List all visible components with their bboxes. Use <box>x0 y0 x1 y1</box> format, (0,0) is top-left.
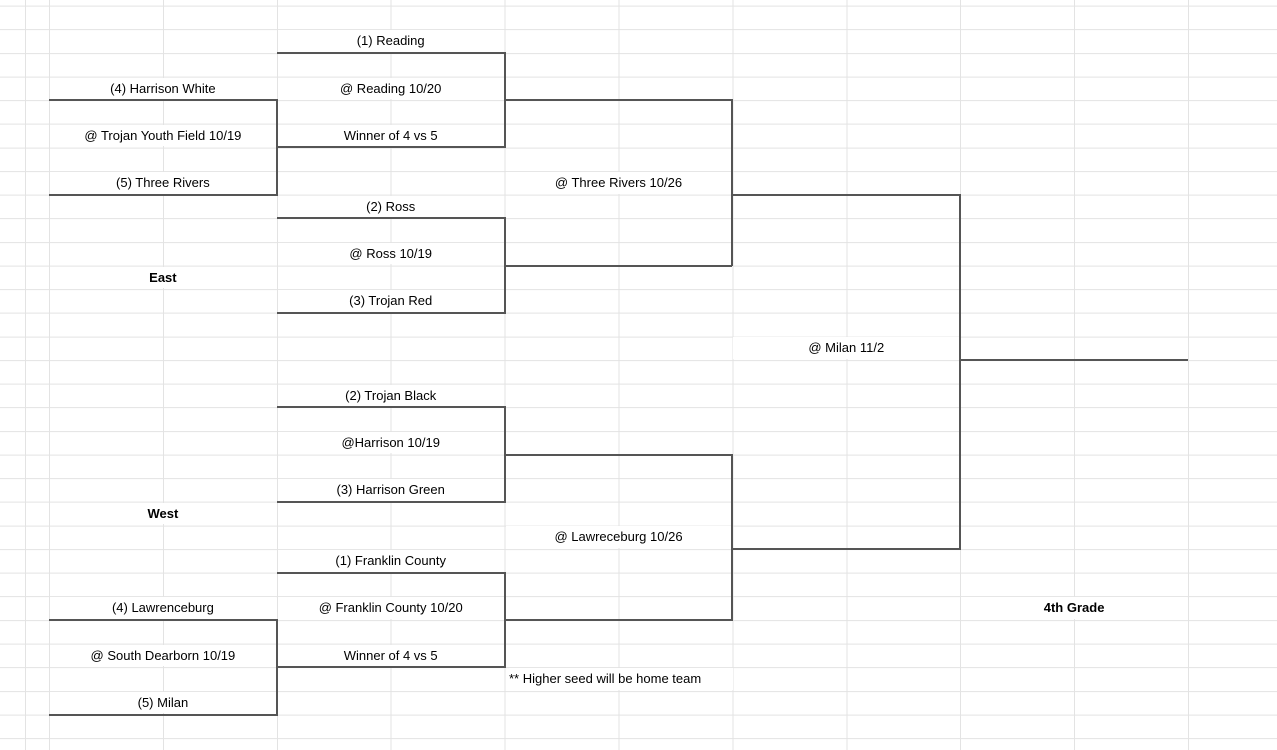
bracket-line-east-seed3-slot <box>276 311 505 314</box>
cell-east-seed5[interactable]: (5) Three Rivers <box>50 172 276 194</box>
cell-footer-note[interactable]: ** Higher seed will be home team <box>509 668 733 690</box>
bracket-line-east-seed4-slot <box>49 99 277 102</box>
bracket-line-east-seed1-slot <box>276 51 505 54</box>
bracket-line-west-winner45-slot <box>276 666 505 669</box>
cell-west-game45-location[interactable]: @ South Dearborn 10/19 <box>50 644 276 667</box>
bracket-line-west-game1-output <box>504 453 733 456</box>
cell-west-game2-location[interactable]: @ Franklin County 10/20 <box>277 597 504 619</box>
cell-west-seed1[interactable]: (1) Franklin County <box>277 550 504 572</box>
cell-west-seed4[interactable]: (4) Lawrenceburg <box>50 597 276 619</box>
bracket-line-west-game1-vert <box>503 406 506 503</box>
cell-grade-label[interactable]: 4th Grade <box>961 597 1187 619</box>
bracket-line-championship <box>960 359 1188 361</box>
bracket-line-west-seed1-slot <box>276 571 505 574</box>
bracket-line-east-seed2-slot <box>276 217 505 220</box>
bracket-line-west-seed4-slot <box>49 619 277 621</box>
bracket-line-west-seed3-slot <box>276 500 505 503</box>
bracket-line-east-semifinal-output <box>732 193 961 196</box>
bracket-line-west-game45-vert <box>275 619 278 716</box>
bracket-line-east-game2-vert <box>503 217 506 314</box>
cell-west-region-label[interactable]: West <box>50 502 276 525</box>
cell-east-region-label[interactable]: East <box>50 266 276 289</box>
cell-east-game2-location[interactable]: @ Ross 10/19 <box>277 242 504 265</box>
bracket-line-east-game2-output <box>504 264 733 267</box>
cell-west-seed5[interactable]: (5) Milan <box>50 691 276 714</box>
cell-east-seed3[interactable]: (3) Trojan Red <box>277 290 504 312</box>
bracket-line-west-semifinal-vert <box>731 453 734 621</box>
bracket-line-east-semifinal-vert <box>731 99 734 267</box>
cell-east-seed2[interactable]: (2) Ross <box>277 195 504 218</box>
cell-east-game45-location[interactable]: @ Trojan Youth Field 10/19 <box>50 124 276 147</box>
cell-east-seed1[interactable]: (1) Reading <box>277 30 504 52</box>
bracket-line-east-seed5-slot <box>49 193 277 196</box>
cell-east-seed4[interactable]: (4) Harrison White <box>50 77 276 100</box>
cell-east-semifinal-location[interactable]: @ Three Rivers 10/26 <box>505 172 732 194</box>
bracket-line-east-game1-output <box>504 99 733 102</box>
bracket-line-west-seed5-slot <box>49 713 277 716</box>
bracket-line-east-winner45-slot <box>276 146 505 149</box>
bracket-line-west-semifinal-output <box>732 548 961 551</box>
bracket-line-east-game1-vert <box>503 51 506 149</box>
bracket-line-final-vert <box>959 193 962 551</box>
bracket-line-west-game2-vert <box>503 571 506 669</box>
bracket-line-east-game45-vert <box>275 99 278 196</box>
bracket-line-west-seed2-slot <box>276 406 505 409</box>
cell-final-location[interactable]: @ Milan 11/2 <box>733 337 960 359</box>
cell-west-seed3[interactable]: (3) Harrison Green <box>277 479 504 501</box>
cell-east-game1-location[interactable]: @ Reading 10/20 <box>277 77 504 100</box>
cell-west-seed2[interactable]: (2) Trojan Black <box>277 384 504 407</box>
cell-west-semifinal-location[interactable]: @ Lawreceburg 10/26 <box>505 526 732 548</box>
cell-west-game1-location[interactable]: @Harrison 10/19 <box>277 431 504 454</box>
cell-west-winner45[interactable]: Winner of 4 vs 5 <box>277 644 504 667</box>
cell-east-winner45[interactable]: Winner of 4 vs 5 <box>277 124 504 147</box>
bracket-line-west-game2-output <box>504 619 733 621</box>
